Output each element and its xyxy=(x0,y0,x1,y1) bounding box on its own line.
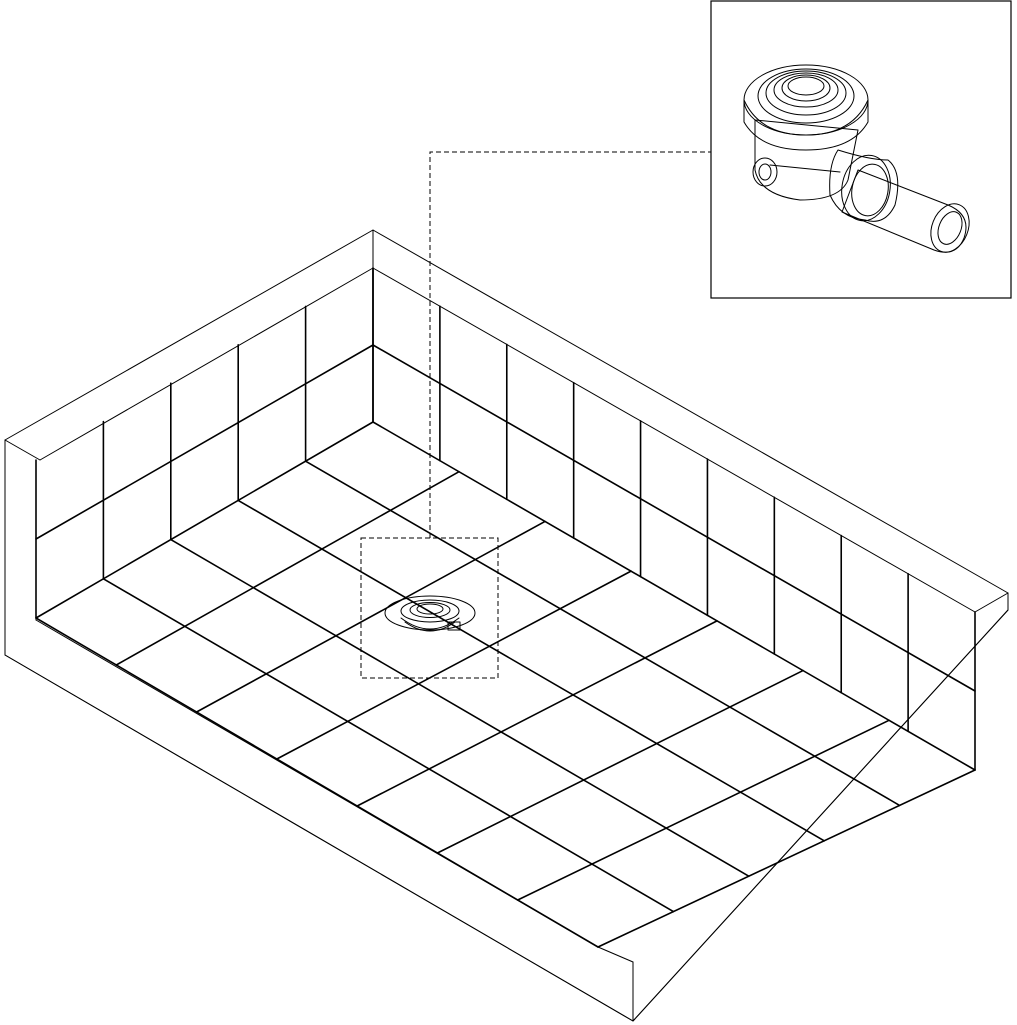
floor-grout-line xyxy=(102,577,675,913)
floor-grout-line xyxy=(597,769,976,948)
back-wall-tiles xyxy=(35,267,374,619)
floor-grout-line xyxy=(115,470,460,666)
floor-grout-line xyxy=(35,421,374,619)
floor-grout-line xyxy=(276,570,632,760)
right-wall-tiles xyxy=(372,267,976,771)
floor-grout-line xyxy=(356,620,718,807)
detail-frame xyxy=(710,0,1012,299)
floor-tiles xyxy=(35,421,976,948)
floor-grout-line xyxy=(516,719,890,901)
floor-grout-line xyxy=(195,520,546,713)
detail-inset xyxy=(710,0,1012,299)
floor-drain xyxy=(384,595,476,632)
wall-grout-line xyxy=(35,344,374,540)
floor-grout-line xyxy=(237,499,826,842)
floor-grout-line xyxy=(170,538,750,878)
floor-grout-line xyxy=(436,669,804,854)
callout-leader xyxy=(360,151,711,679)
floor-grout-line xyxy=(372,421,976,771)
wall-grout-line xyxy=(372,344,976,692)
drain-assembly-icon xyxy=(743,64,970,253)
floor-grout-line xyxy=(304,460,901,807)
floor-grout-line xyxy=(35,617,599,948)
